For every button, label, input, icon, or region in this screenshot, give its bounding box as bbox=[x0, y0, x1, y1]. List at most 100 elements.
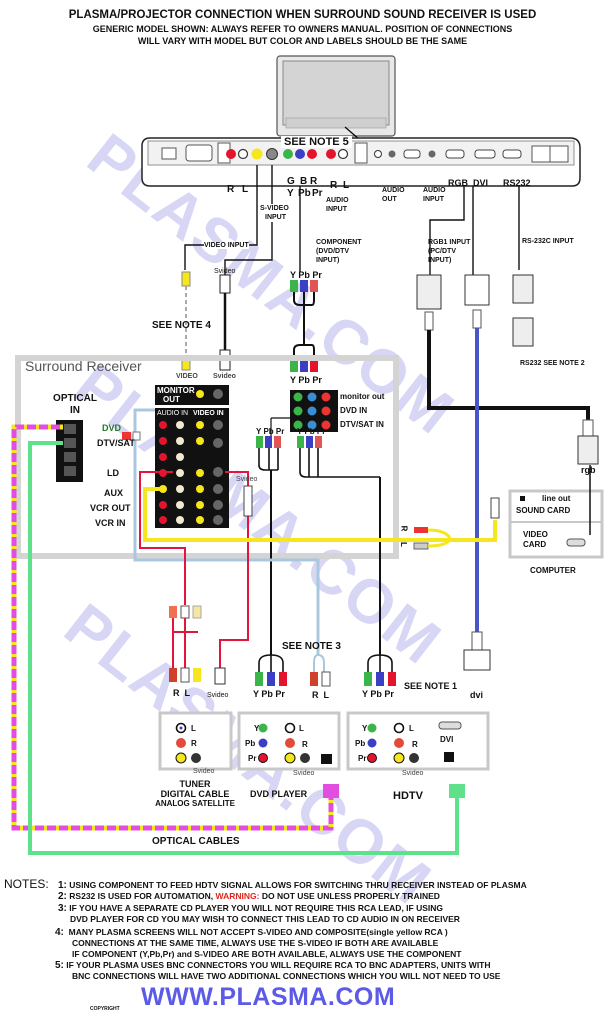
dvd-jack-r: R bbox=[302, 740, 308, 749]
dvd-player-name: DVD PLAYER bbox=[250, 789, 308, 799]
plasma-rear-panel bbox=[141, 137, 581, 187]
ypbpr-label: Y Pb Pr bbox=[290, 270, 322, 280]
video-label: VIDEO bbox=[176, 373, 198, 380]
note-1: 1: USING COMPONENT TO FEED HDTV SIGNAL A… bbox=[58, 880, 527, 891]
ypbpr-label: Y Pb Pr bbox=[297, 427, 326, 436]
hdtv-jack-pr: Pr bbox=[358, 754, 367, 763]
input-dvd: DVD bbox=[102, 423, 122, 433]
ypbpr-label: Y Pb Pr bbox=[256, 427, 285, 436]
website-link[interactable]: WWW.PLASMA.COM bbox=[141, 983, 396, 1011]
input-dtv-sat: DTV/SAT bbox=[97, 438, 135, 448]
panel-label-b: B bbox=[300, 176, 308, 187]
svideo-plug-label: Svideo bbox=[236, 476, 258, 483]
tuner-rl-label: R L bbox=[173, 688, 191, 698]
panel-label-l: L bbox=[242, 184, 249, 195]
rca-r-label: R bbox=[399, 525, 409, 532]
hdtv-jack-y: Y bbox=[362, 724, 368, 733]
tuner-svideo: Svideo bbox=[193, 768, 215, 775]
panel-label-g: G bbox=[287, 176, 295, 187]
line-out-label: line out bbox=[542, 494, 571, 503]
video-input-label: VIDEO INPUT bbox=[204, 242, 249, 249]
audio-in-label: AUDIO IN bbox=[157, 410, 189, 417]
panel-label-r: R bbox=[227, 184, 235, 195]
video-in-label: VIDEO IN bbox=[193, 410, 224, 417]
rs232-label: RS232 bbox=[503, 178, 531, 188]
note-5: 5: IF YOUR PLASMA USES BNC CONNECTORS YO… bbox=[55, 960, 491, 971]
dvd-ypbpr-label: Y Pb Pr bbox=[253, 689, 285, 699]
svideo-label: Svideo bbox=[213, 373, 236, 380]
ypbpr-label: Y Pb Pr bbox=[290, 375, 322, 385]
dvd-rl-label: R L bbox=[312, 690, 330, 700]
sound-card-label: SOUND CARD bbox=[516, 506, 571, 515]
note-4: 4: MANY PLASMA SCREENS WILL NOT ACCEPT S… bbox=[55, 927, 448, 938]
dvd-jack-pr: Pr bbox=[248, 754, 257, 763]
pc-connectors bbox=[416, 274, 534, 347]
see-note-3: SEE NOTE 3 bbox=[282, 641, 341, 652]
input-vcr-in: VCR IN bbox=[95, 518, 126, 528]
panel-label-r2: R bbox=[310, 176, 318, 187]
receiver-jacks bbox=[159, 389, 223, 525]
see-note-1: SEE NOTE 1 bbox=[404, 681, 458, 691]
hdtv-dvi-label: DVI bbox=[440, 735, 454, 744]
notes-heading: NOTES: bbox=[4, 877, 49, 891]
hdtv-jack-pb: Pb bbox=[355, 739, 366, 748]
computer-label: COMPUTER bbox=[530, 566, 576, 575]
input-vcr-out: VCR OUT bbox=[90, 503, 131, 513]
panel-label-y: Y bbox=[287, 188, 294, 199]
rs232-see-note-2: RS232 SEE NOTE 2 bbox=[520, 360, 585, 367]
component-monitor-out: monitor out bbox=[340, 392, 385, 401]
see-note-4: SEE NOTE 4 bbox=[152, 320, 211, 331]
dvd-jack-l: L bbox=[299, 724, 304, 733]
copyright-label: COPYRIGHT bbox=[90, 1006, 120, 1012]
tuner-jack-l: L bbox=[191, 724, 196, 733]
note-2: 2: RS232 IS USED FOR AUTOMATION, WARNING… bbox=[58, 891, 440, 902]
note-4-cont: CONNECTIONS AT THE SAME TIME, ALWAYS USE… bbox=[72, 938, 439, 948]
svideo-label: Svideo bbox=[214, 268, 236, 275]
hdtv-jack-l: L bbox=[409, 724, 414, 733]
rgb-plug-label: rgb bbox=[581, 465, 596, 475]
tuner-svideo-label: Svideo bbox=[207, 692, 229, 699]
see-note-5: SEE NOTE 5 bbox=[281, 136, 352, 148]
tuner-jack-r: R bbox=[191, 739, 197, 748]
note-4-cont: IF COMPONENT (Y,Pb,Pr) and S-VIDEO ARE B… bbox=[72, 949, 462, 959]
optical-cables-label: OPTICAL CABLES bbox=[152, 836, 240, 847]
hdtv-svideo: Svideo bbox=[402, 770, 424, 777]
component-dvd-in: DVD IN bbox=[340, 406, 368, 415]
component-dtv-sat-in: DTV/SAT IN bbox=[340, 420, 384, 429]
panel-label-audio-l: L bbox=[343, 180, 350, 191]
dvd-svideo: Svideo bbox=[293, 770, 315, 777]
component-cable-top bbox=[290, 280, 318, 372]
rs232c-input-label: RS-232C INPUT bbox=[522, 238, 574, 245]
note-3: 3: IF YOU HAVE A SEPARATE CD PLAYER YOU … bbox=[58, 903, 443, 914]
rca-l-label: L bbox=[398, 542, 408, 547]
dvd-jack-pb: Pb bbox=[245, 739, 256, 748]
input-aux: AUX bbox=[104, 488, 124, 498]
page-subtitle: GENERIC MODEL SHOWN: ALWAYS REFER TO OWN… bbox=[92, 24, 513, 34]
rgb-label: RGB bbox=[448, 178, 468, 188]
note-5-cont: BNC CONNECTIONS WILL HAVE TWO ADDITIONAL… bbox=[72, 971, 501, 981]
dvd-jack-y: Y bbox=[254, 724, 260, 733]
dvi-label: DVI bbox=[473, 178, 489, 188]
note-3-cont: DVD PLAYER FOR CD YOU MAY WISH TO CONNEC… bbox=[70, 914, 460, 924]
plasma-screen bbox=[276, 55, 396, 141]
panel-label-audio-r: R bbox=[330, 180, 338, 191]
panel-label-pb: Pb bbox=[298, 188, 311, 199]
receiver-title: Surround Receiver bbox=[25, 358, 142, 374]
dvi-plug-label: dvi bbox=[470, 690, 484, 700]
page-title: PLASMA/PROJECTOR CONNECTION WHEN SURROUN… bbox=[68, 9, 537, 21]
input-ld: LD bbox=[107, 468, 119, 478]
hdtv-name: HDTV bbox=[393, 790, 423, 802]
page-subtitle: WILL VARY WITH MODEL BUT COLOR AND LABEL… bbox=[137, 36, 468, 46]
panel-label-pr: Pr bbox=[312, 188, 323, 199]
